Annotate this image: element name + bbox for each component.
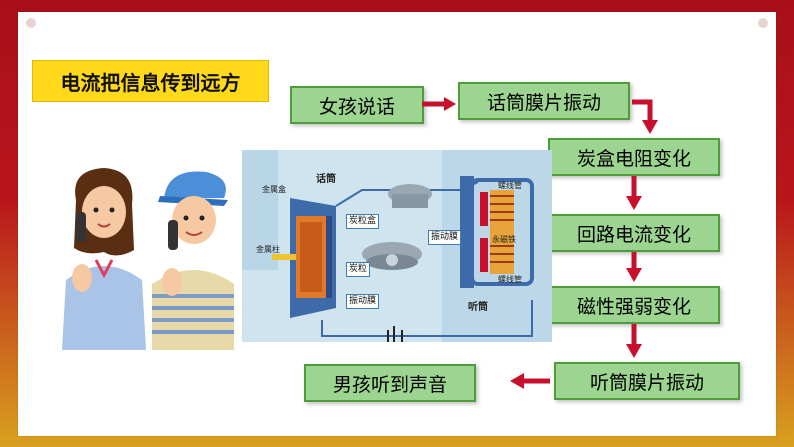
label-metal-post: 金属柱: [256, 245, 280, 254]
page-title: 电流把信息传到远方: [32, 60, 269, 102]
step-receiver-vibrates: 听筒膜片振动: [554, 362, 740, 400]
step-resistance-changes: 炭盒电阻变化: [548, 138, 720, 176]
step-boy-hears: 男孩听到声音: [304, 364, 476, 402]
label-diaphragm-receiver: 振动膜: [428, 230, 462, 245]
label-microphone: 话筒: [316, 174, 336, 185]
label-metal-box: 金属盒: [262, 185, 286, 194]
arrow-right-icon: [422, 97, 456, 111]
label-coil-bottom: 螺线管: [498, 275, 522, 284]
label-diaphragm-mic: 振动膜: [346, 294, 380, 309]
label-coil-top: 螺线管: [498, 181, 522, 190]
label-carbon-box: 炭粒盒: [346, 214, 380, 229]
label-receiver: 听筒: [468, 302, 488, 313]
step-magnetism-changes: 磁性强弱变化: [548, 286, 720, 324]
label-carbon-grains: 炭粒: [346, 262, 371, 277]
arrow-down-icon: [626, 176, 642, 210]
arrow-down-icon: [626, 324, 642, 358]
arrow-left-icon: [510, 373, 550, 389]
label-magnet: 永磁铁: [492, 235, 516, 244]
corner-dot: [26, 18, 36, 28]
slide: 电流把信息传到远方 女孩说话 话筒膜片振动 炭盒电阻变化 回路电流变化 磁性强弱…: [18, 12, 776, 436]
step-mic-vibrates: 话筒膜片振动: [458, 82, 630, 120]
people-on-phone-illustration: [62, 168, 234, 350]
step-current-changes: 回路电流变化: [548, 214, 720, 252]
corner-dot: [758, 18, 768, 28]
telephone-diagram: 话筒 金属盒 金属柱 炭粒盒 炭粒 振动膜 听筒 振动膜 螺线管 永磁铁 螺线管: [242, 150, 552, 342]
arrow-down-icon: [626, 252, 642, 282]
arrow-down-turn-icon: [632, 99, 658, 134]
telephone-circuit-illustration: [242, 150, 552, 342]
step-girl-speaks: 女孩说话: [290, 86, 424, 124]
